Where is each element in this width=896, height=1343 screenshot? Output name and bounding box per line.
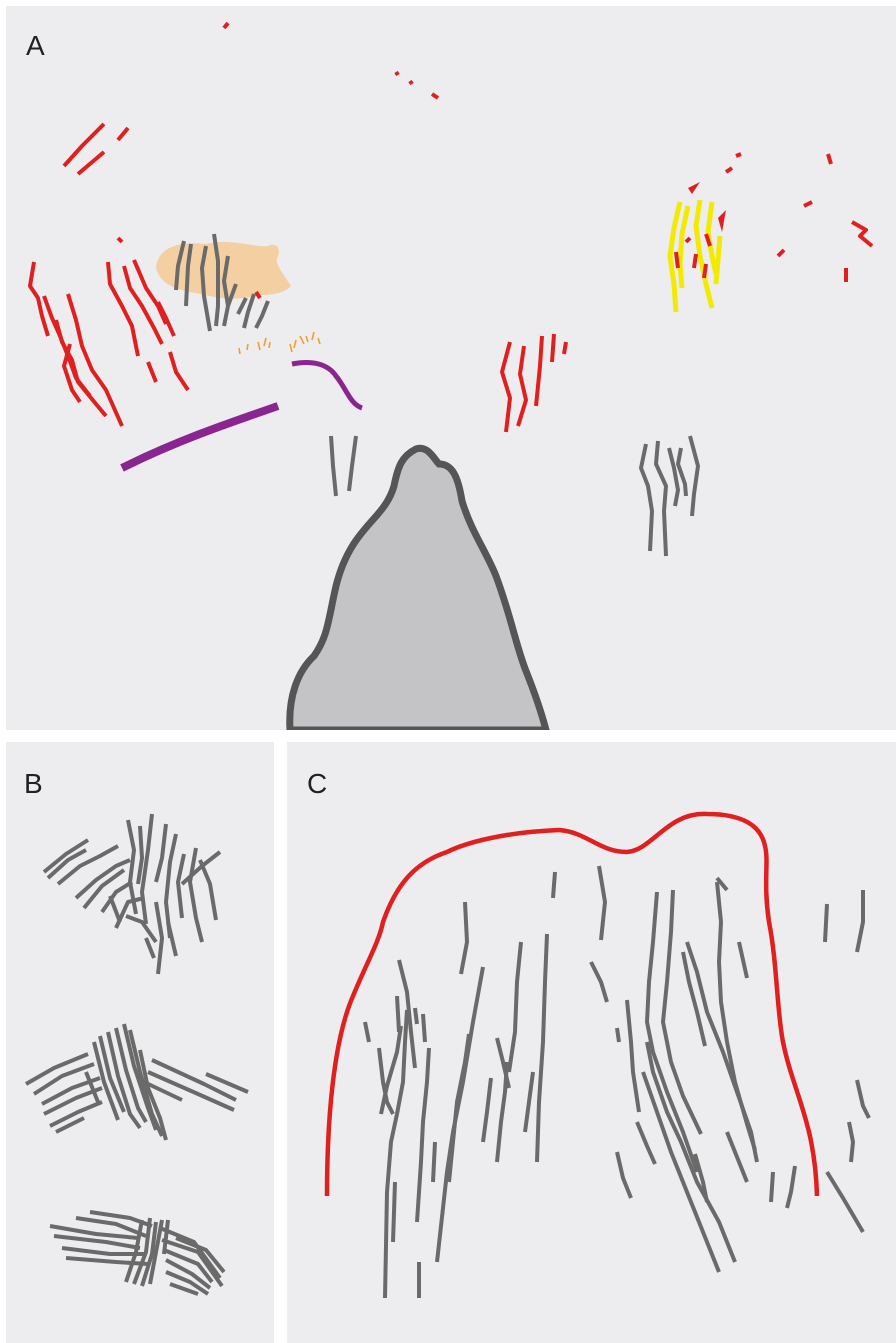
panel-a-drawing <box>6 6 896 730</box>
panel-c-drawing <box>287 742 896 1343</box>
orange-dashes <box>239 332 320 354</box>
panel-c: C <box>287 742 896 1343</box>
red-strokes-a <box>30 23 872 432</box>
red-outline <box>327 814 817 1196</box>
panel-b: B <box>6 742 274 1343</box>
panel-b-drawing <box>6 742 274 1343</box>
panel-b-cluster-1 <box>44 814 220 974</box>
purple-strokes <box>122 363 362 469</box>
panel-b-cluster-3 <box>50 1212 224 1294</box>
rock-outline <box>290 448 546 730</box>
panel-a: A <box>6 6 896 730</box>
panel-b-cluster-2 <box>26 1024 248 1140</box>
